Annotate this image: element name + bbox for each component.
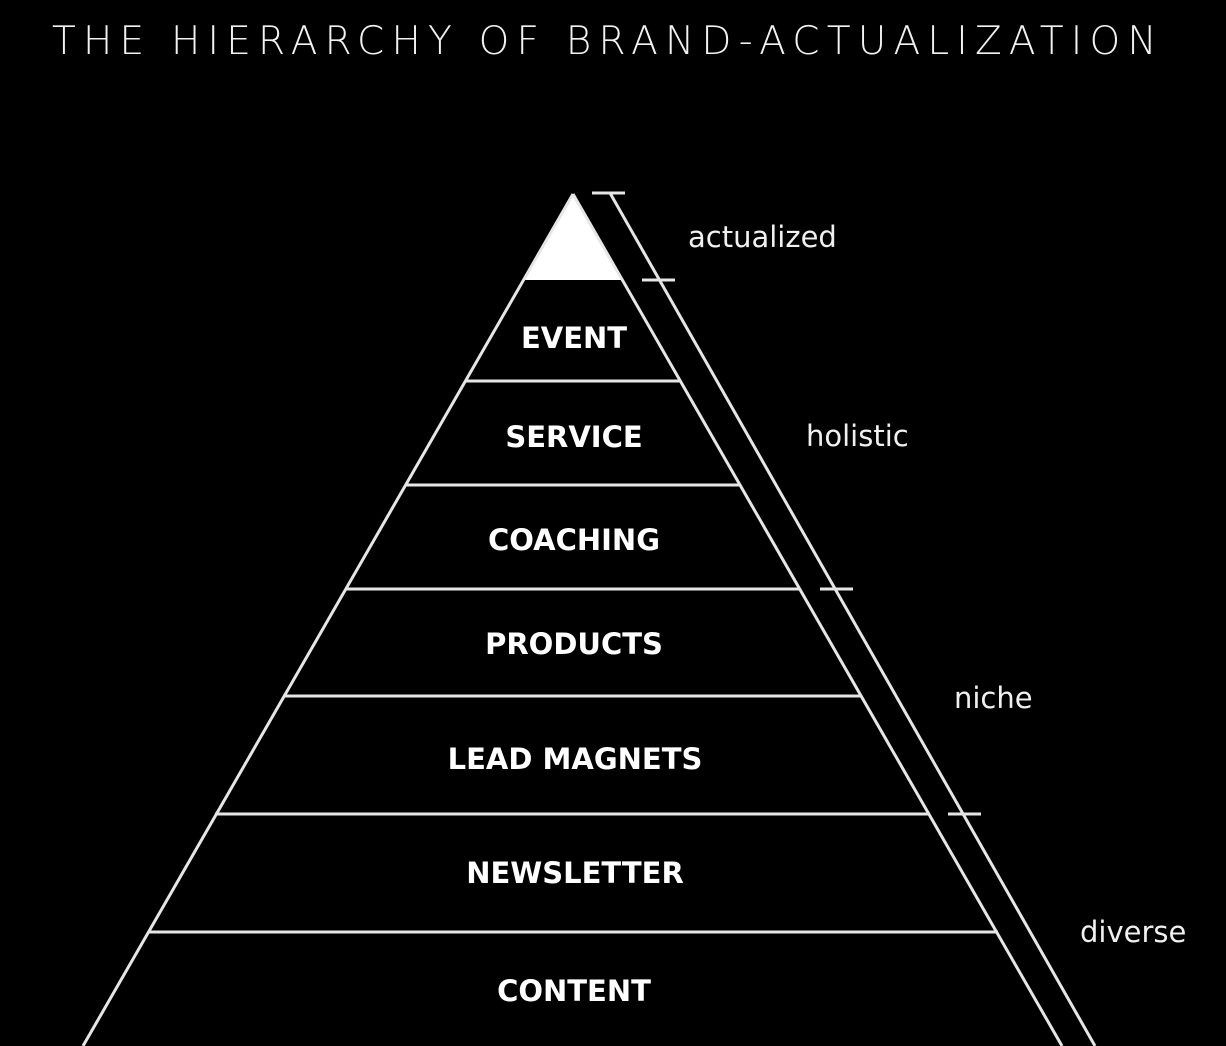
tier-label-coaching: COACHING [488, 523, 660, 557]
pyramid-right-edge [571, 193, 1064, 1046]
side-label-diverse: diverse [1080, 915, 1186, 949]
tier-label-event: EVENT [521, 321, 627, 355]
scale-bar [608, 192, 1097, 1046]
tier-label-newsletter: NEWSLETTER [466, 856, 684, 890]
pyramid-apex [524, 194, 622, 280]
pyramid-left-edge [81, 193, 575, 1046]
tier-label-content: CONTENT [497, 974, 651, 1008]
tier-label-lead-magnets: LEAD MAGNETS [448, 742, 703, 776]
side-label-niche: niche [954, 681, 1033, 715]
side-label-holistic: holistic [806, 419, 909, 453]
tier-label-service: SERVICE [505, 420, 642, 454]
side-label-actualized: actualized [688, 220, 837, 254]
page-title: THE HIERARCHY OF BRAND-ACTUALIZATION [52, 19, 1164, 64]
tier-label-products: PRODUCTS [485, 627, 663, 661]
